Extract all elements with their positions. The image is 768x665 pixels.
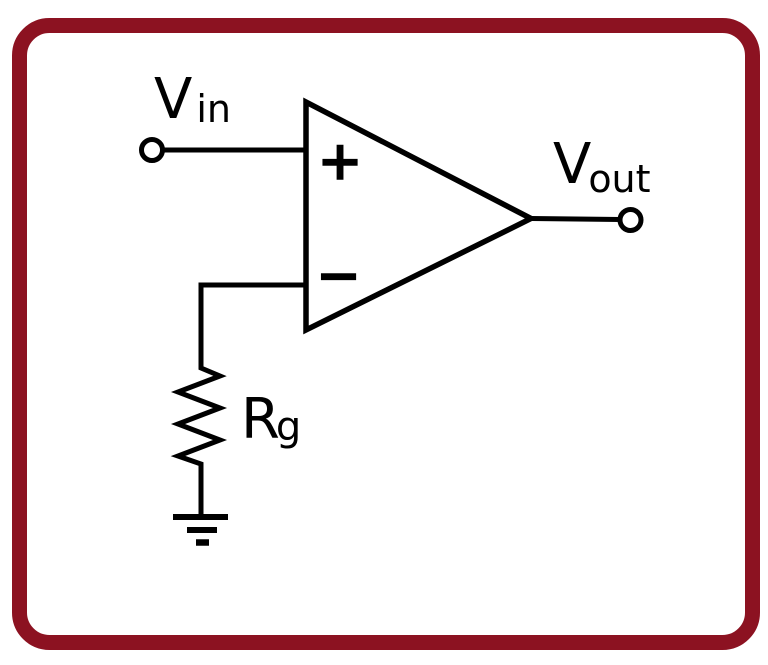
vout-terminal-icon (617, 207, 644, 233)
rg-label-base: R (241, 387, 280, 452)
rg-label: Rg (241, 387, 301, 452)
opamp-triangle (303, 97, 538, 335)
plus-sign: + (318, 132, 362, 192)
vout-wire (530, 216, 621, 222)
vin-terminal-icon (139, 137, 165, 163)
vin-label-sub: in (196, 87, 231, 131)
vout-label-sub: out (588, 157, 650, 201)
resistor-rg-branch (170, 282, 306, 517)
minus-sign: − (317, 246, 361, 306)
vout-label: Vout (553, 132, 651, 201)
vin-label-base: V (154, 67, 192, 132)
vout-label-base: V (553, 132, 591, 197)
rg-label-sub: g (276, 404, 301, 450)
ground-icon (173, 514, 228, 546)
diagram-border (12, 18, 760, 650)
